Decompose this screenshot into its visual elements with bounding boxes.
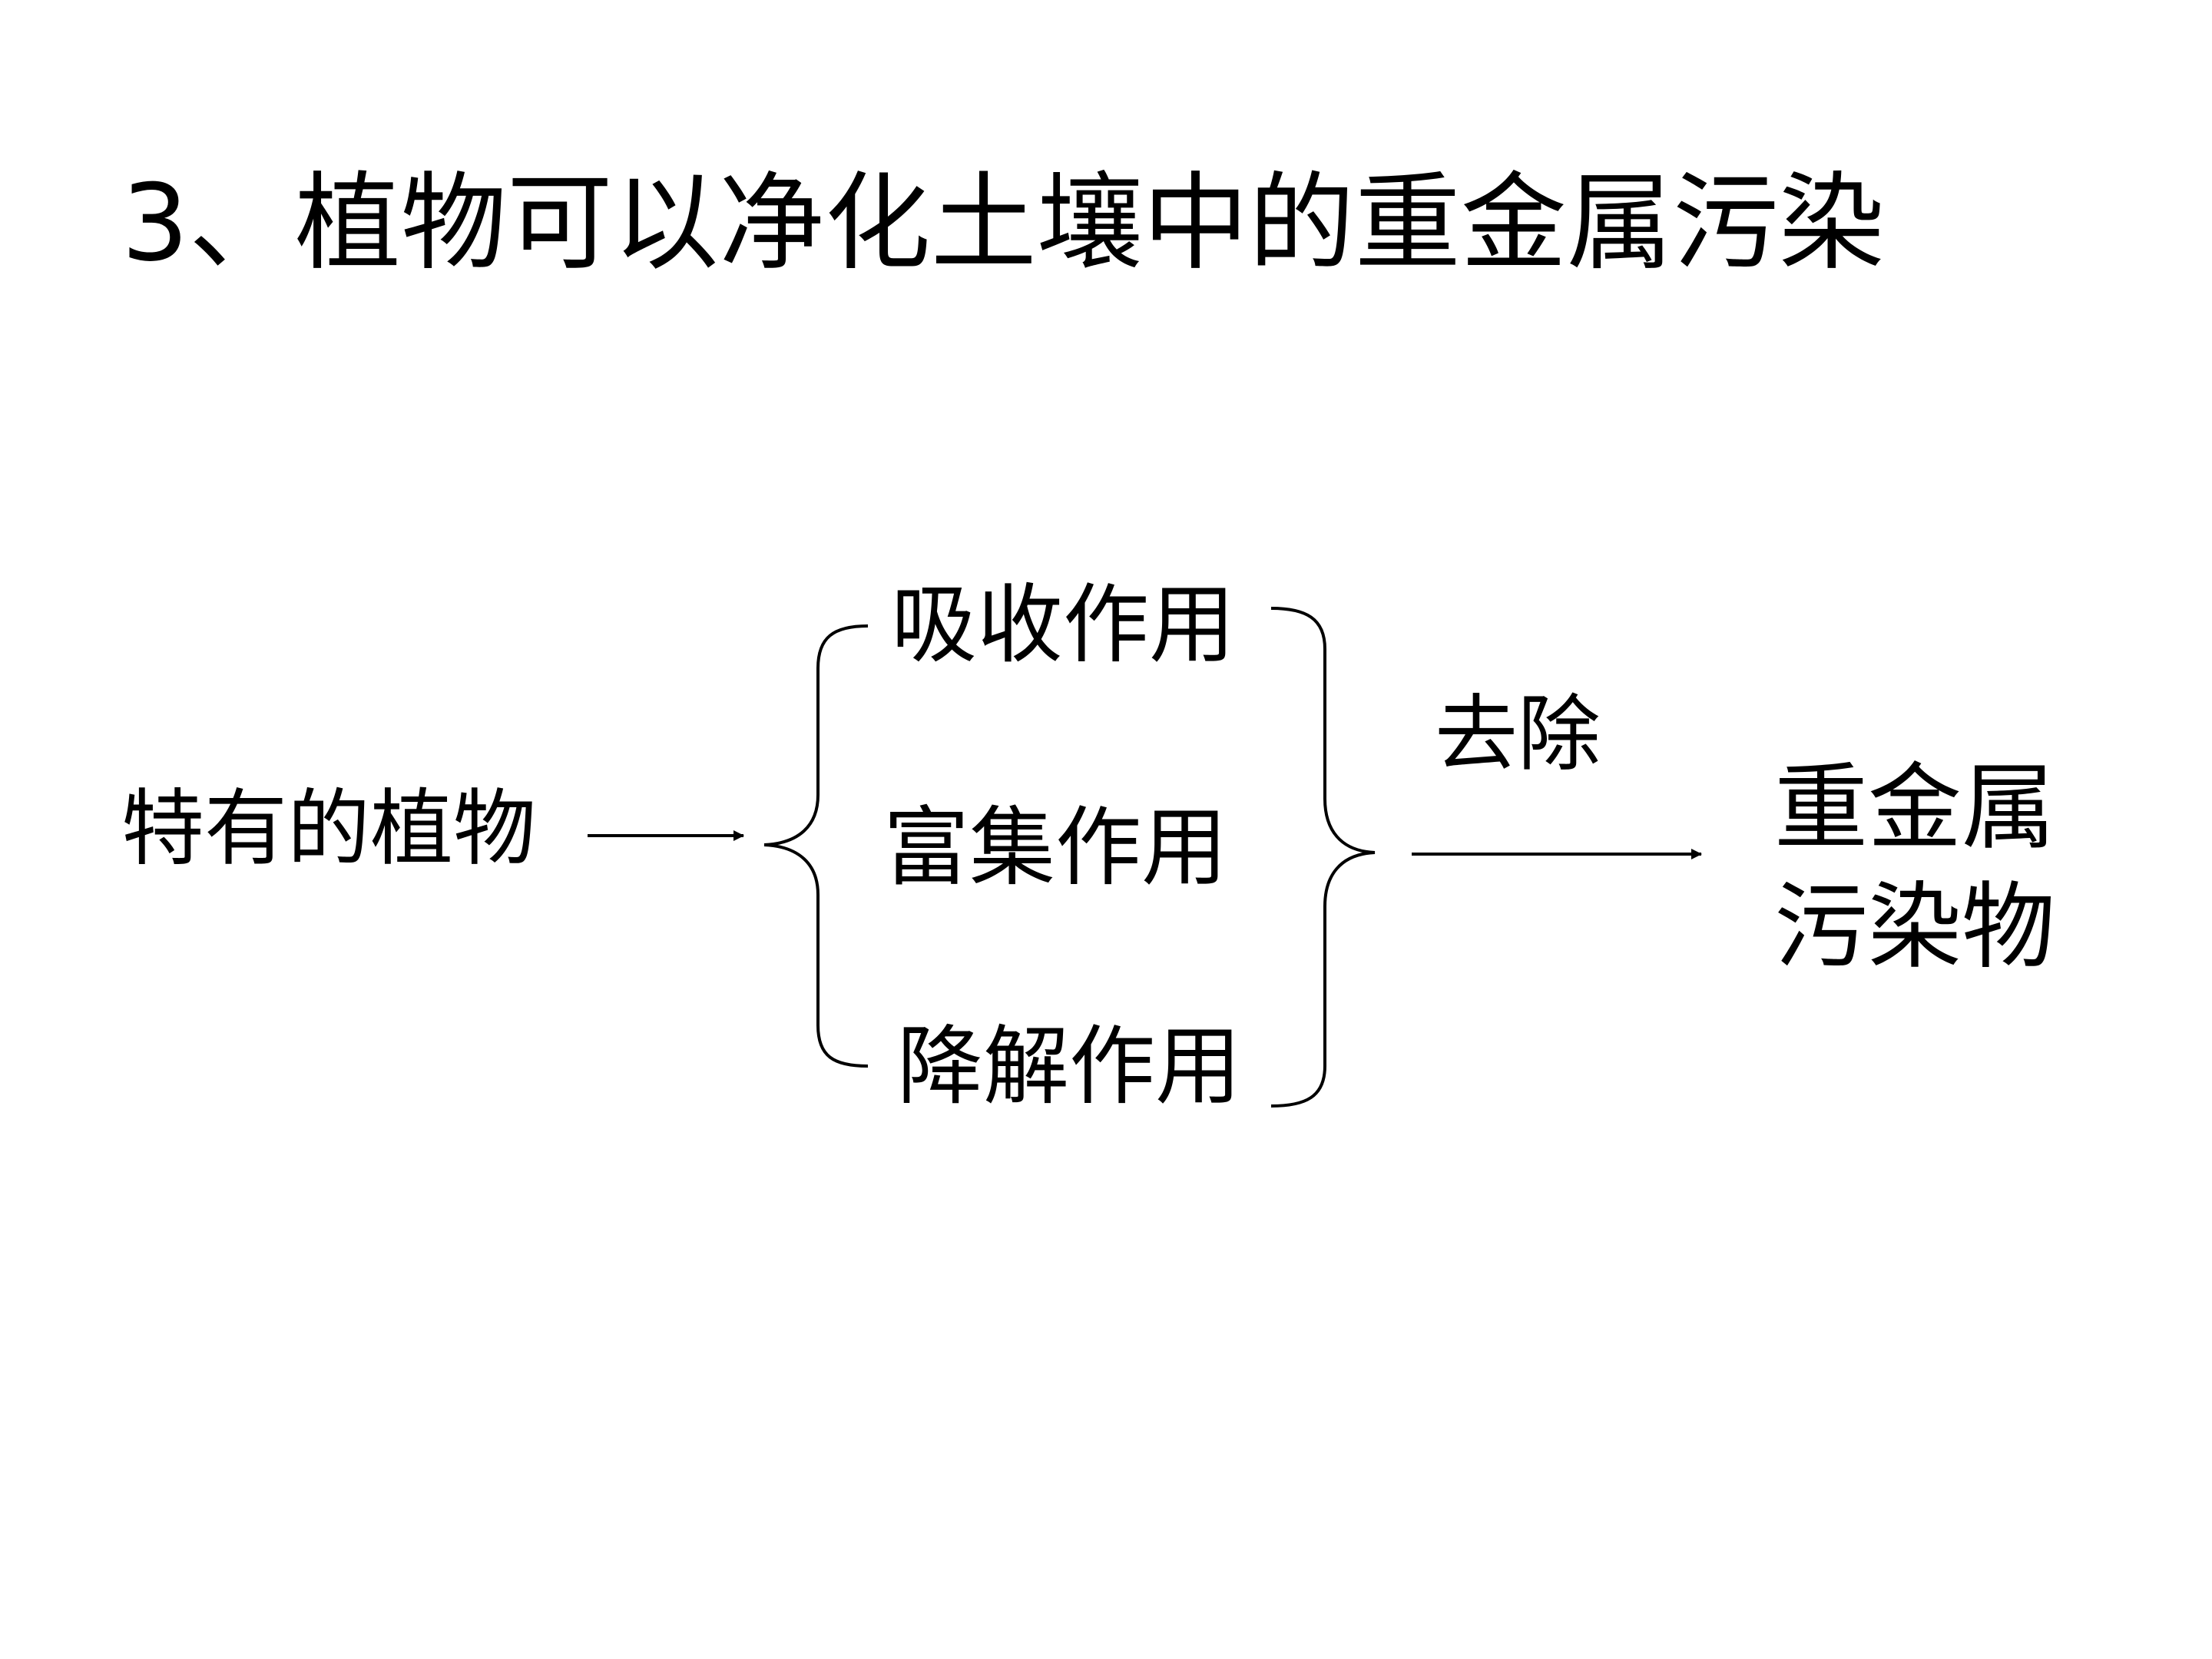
left-brace <box>763 624 869 1068</box>
process-degradation-label: 降解作用 <box>897 1017 1241 1117</box>
right-brace <box>1270 607 1376 1108</box>
source-label: 特有的植物 <box>121 781 537 877</box>
target-label-line-2: 污染物 <box>1774 872 2055 982</box>
process-accumulation-label: 富集作用 <box>883 798 1227 898</box>
target-label: 重金属 污染物 <box>1774 749 2055 987</box>
process-absorption-label: 吸收作用 <box>891 575 1235 675</box>
target-label-line-1: 重金属 <box>1774 753 2055 863</box>
slide-title: 3、植物可以净化土壤中的重金属污染 <box>121 161 1885 285</box>
action-label: 去除 <box>1435 687 1601 783</box>
